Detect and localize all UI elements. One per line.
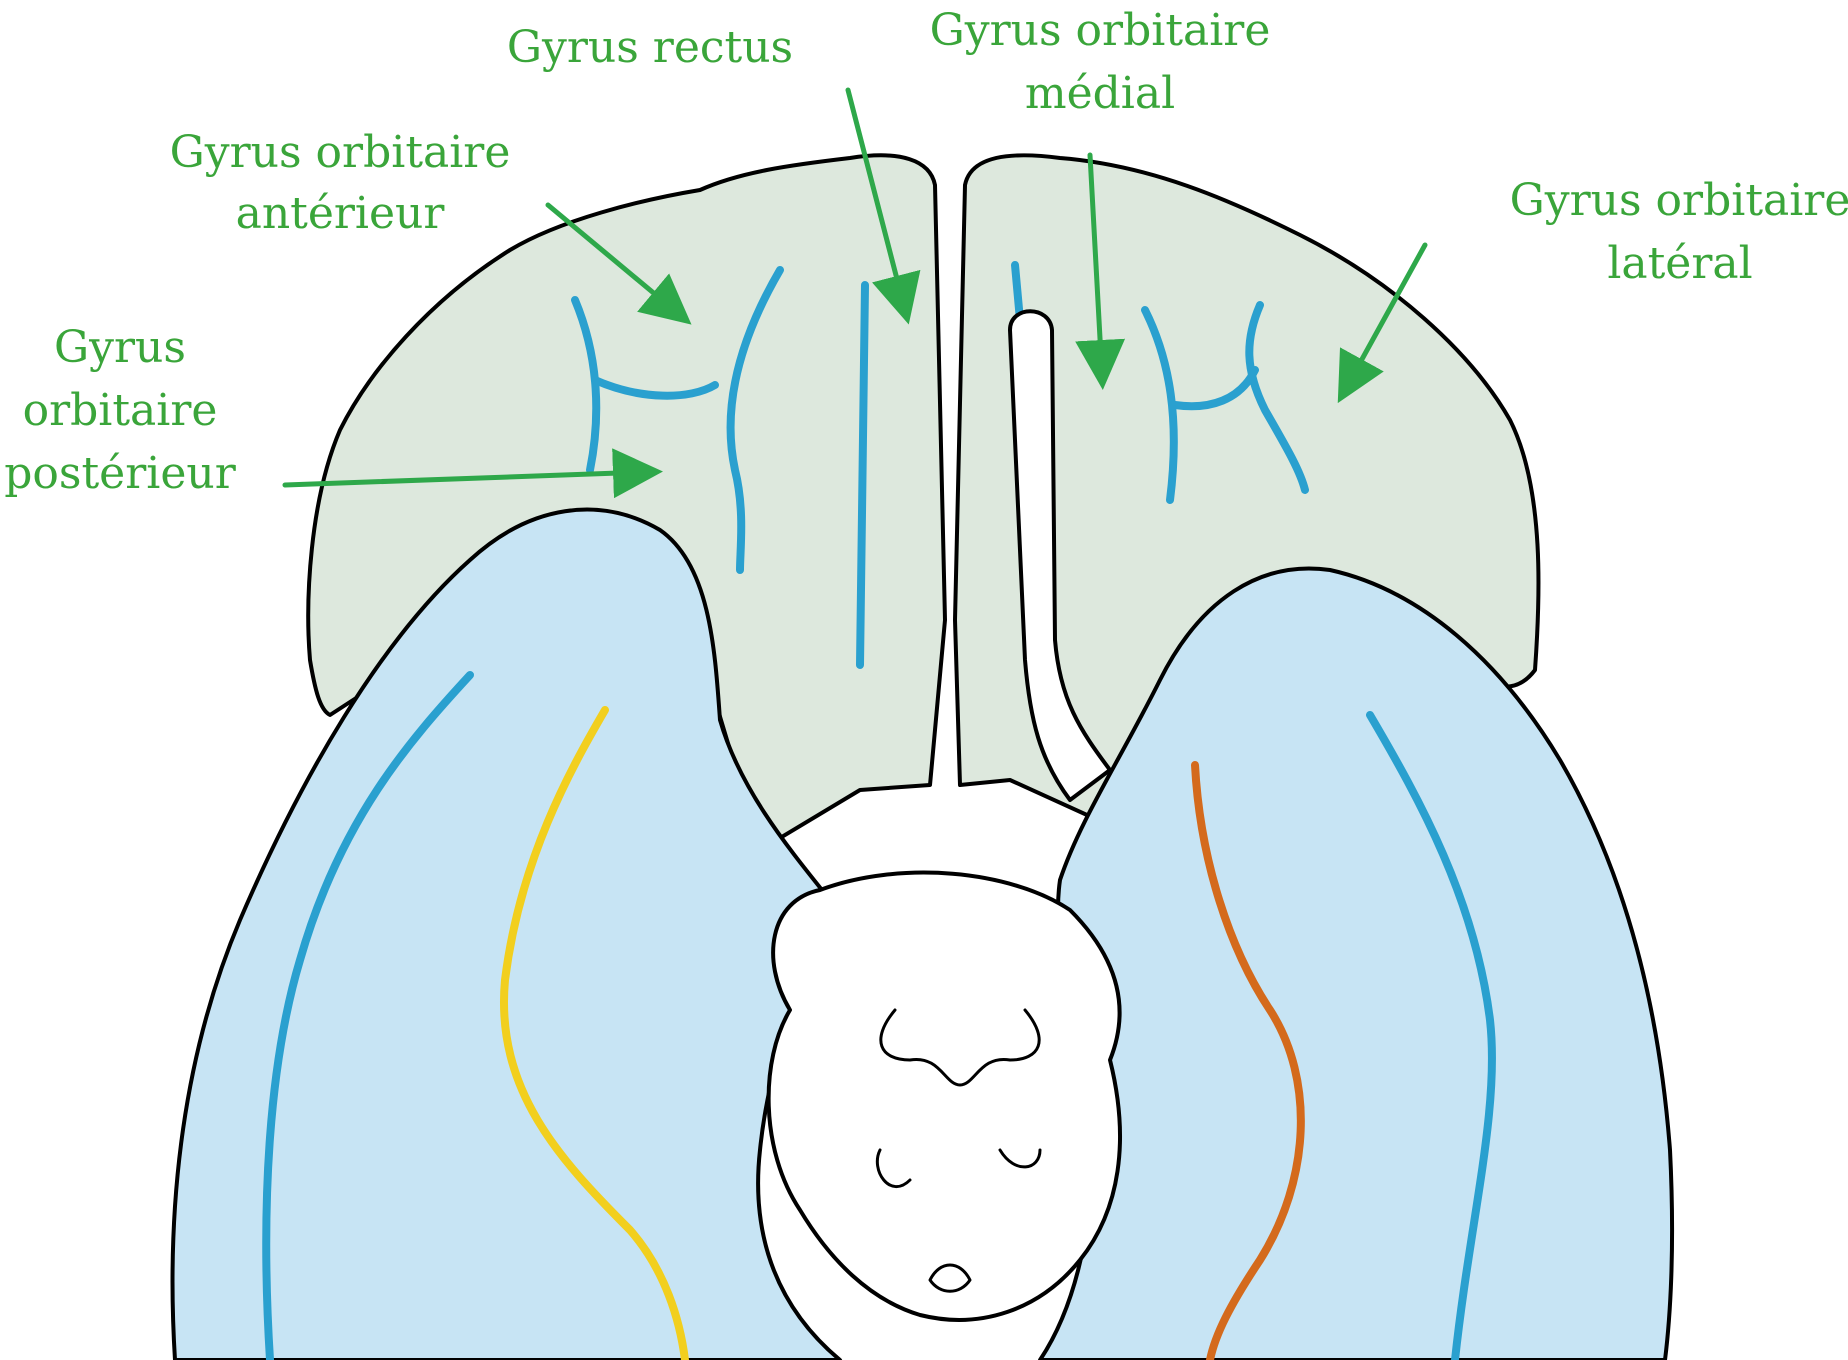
label-orbitaire-posterieur-1: Gyrus — [54, 322, 186, 373]
label-orbitaire-anterieur-1: Gyrus orbitaire — [170, 127, 511, 178]
brainstem — [769, 873, 1120, 1320]
label-orbitaire-anterieur-2: antérieur — [236, 188, 446, 239]
left-olfactory-sulcus — [860, 285, 865, 665]
label-orbitaire-medial-2: médial — [1025, 68, 1175, 119]
label-gyrus-rectus: Gyrus rectus — [507, 22, 793, 73]
label-orbitaire-medial-1: Gyrus orbitaire — [930, 5, 1271, 56]
label-orbitaire-lateral-1: Gyrus orbitaire — [1510, 175, 1848, 226]
label-orbitaire-lateral-2: latéral — [1607, 238, 1752, 289]
label-orbitaire-posterieur-2: orbitaire — [23, 385, 218, 436]
label-orbitaire-posterieur-3: postérieur — [4, 448, 236, 499]
